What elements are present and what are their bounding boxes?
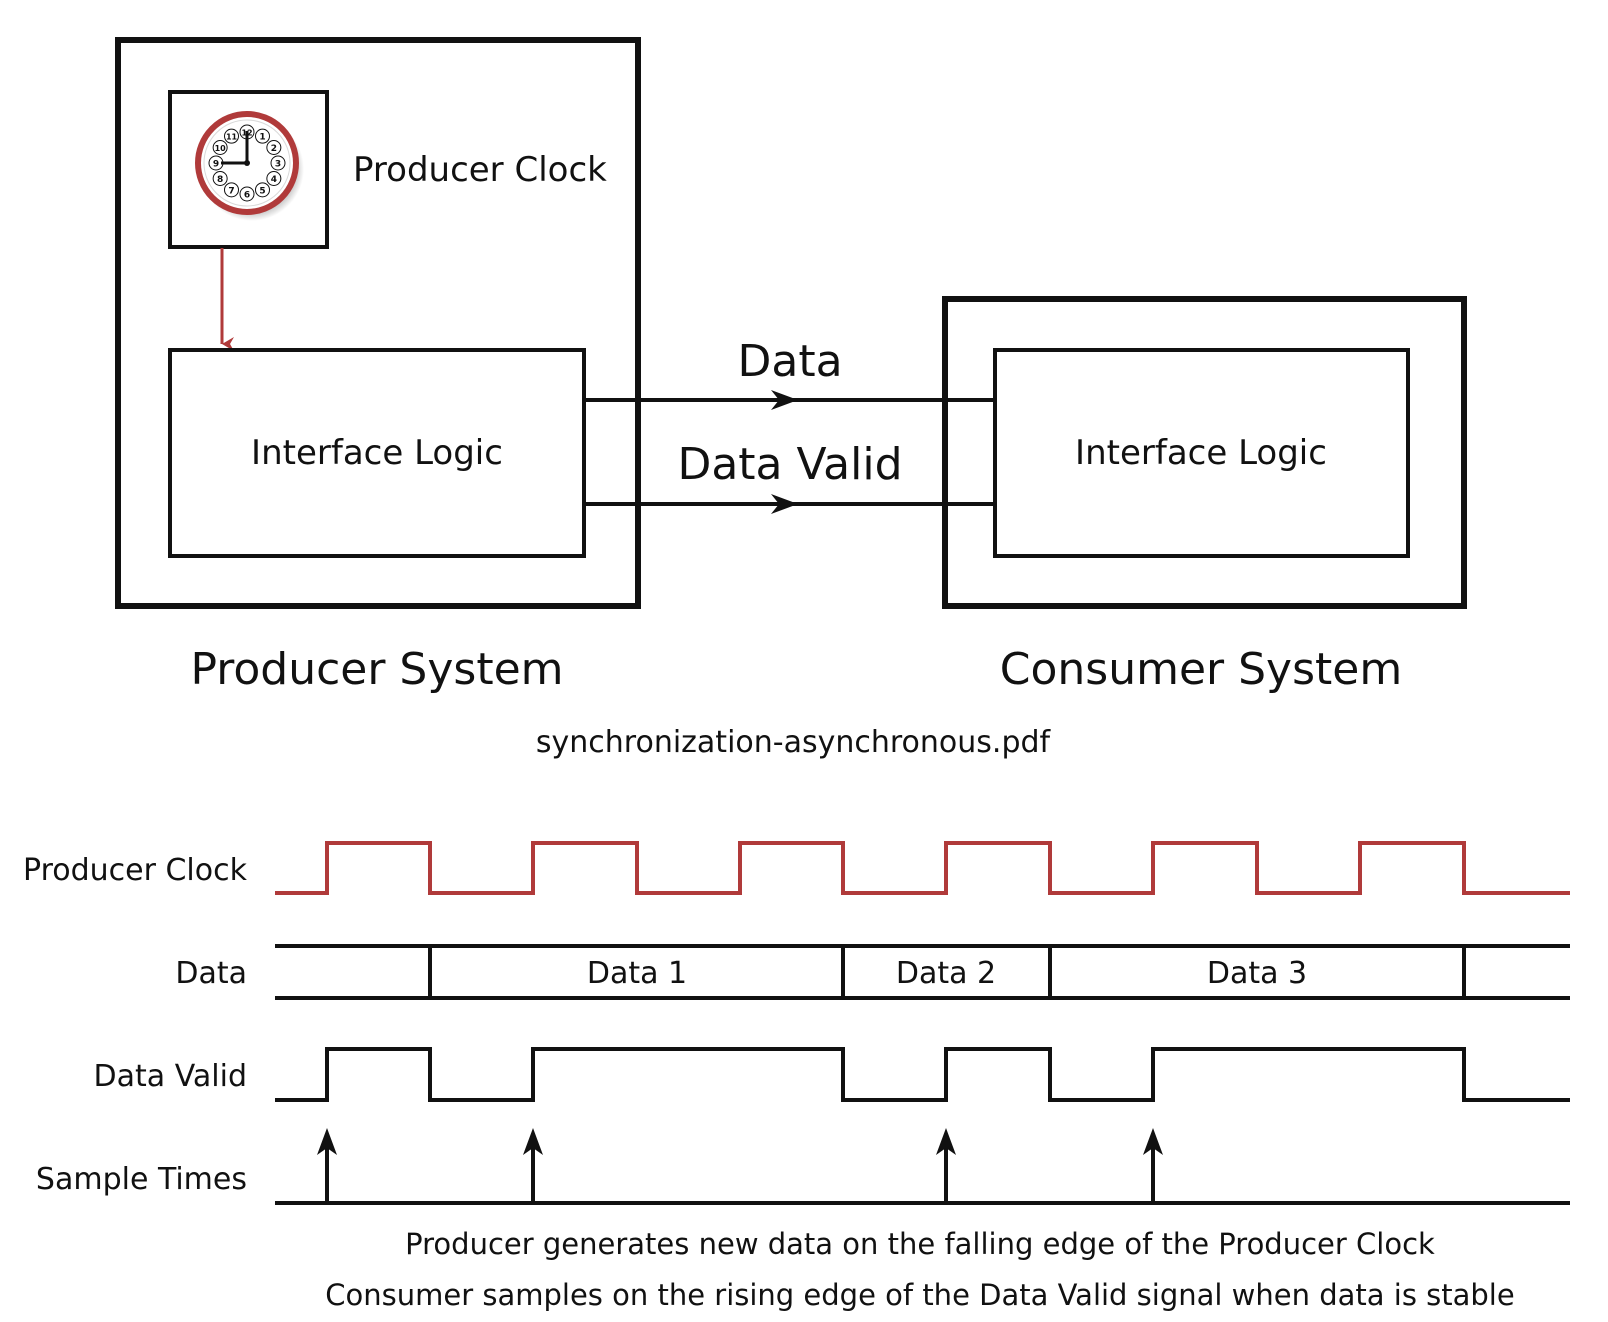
producer-system-block	[115, 37, 641, 609]
clock-dial-number: 7	[228, 186, 234, 196]
data-valid-signal-label: Data Valid	[677, 439, 902, 490]
timing-row-label-clock: Producer Clock	[23, 853, 248, 888]
producer-system-label: Producer System	[190, 644, 563, 695]
timing-note-1: Producer generates new data on the falli…	[405, 1227, 1435, 1261]
clock-dial-number: 4	[271, 175, 277, 185]
clock-dial-number: 8	[217, 175, 223, 185]
clock-dial-marker	[266, 171, 282, 186]
consumer-interface-logic-block: Interface Logic	[993, 348, 1410, 558]
producer-clock-label: Producer Clock	[353, 150, 607, 190]
timing-row-label-data: Data	[175, 956, 247, 991]
data-segment-1: Data 1	[587, 956, 687, 991]
clock-dial-number: 1	[259, 133, 265, 143]
producer-interface-logic-label: Interface Logic	[251, 433, 503, 473]
clock-dial-marker	[270, 155, 286, 171]
clock-dial-number: 10	[215, 144, 227, 153]
clock-dial-number: 3	[275, 160, 281, 170]
clock-dial-marker	[212, 171, 228, 186]
clock-dial-number: 5	[259, 186, 265, 196]
data-signal-label: Data	[737, 336, 842, 387]
analog-clock-icon: 121234567891011	[195, 111, 304, 221]
clock-dial-marker	[224, 182, 239, 198]
data-valid-waveform	[275, 1047, 1570, 1102]
timing-row-label-valid: Data Valid	[94, 1059, 247, 1094]
clock-dial-marker	[239, 186, 255, 202]
producer-interface-logic-block: Interface Logic	[168, 348, 586, 558]
data-bus-waveform	[275, 944, 1570, 1000]
sample-time-arrows	[317, 1128, 1163, 1203]
clock-dial-marker	[255, 182, 270, 198]
data-segment-2: Data 2	[896, 956, 996, 991]
consumer-system-block	[942, 296, 1467, 609]
timing-note-2: Consumer samples on the rising edge of t…	[325, 1278, 1514, 1312]
data-valid-signal-arrowhead	[771, 494, 798, 514]
clock-dial-marker	[266, 140, 282, 155]
producer-clock-block	[168, 90, 329, 249]
clock-dial-numbers: 121234567891011	[208, 124, 286, 202]
producer-clock-waveform	[275, 841, 1570, 895]
clock-dial-number: 11	[226, 133, 238, 142]
clock-dial-marker	[212, 140, 228, 155]
diagram-caption: synchronization-asynchronous.pdf	[536, 725, 1052, 760]
clock-dial-marker	[255, 128, 270, 144]
consumer-system-label: Consumer System	[1000, 644, 1402, 695]
data-signal-arrowhead	[771, 390, 798, 410]
clock-dial-number: 9	[213, 160, 219, 170]
consumer-interface-logic-label: Interface Logic	[1075, 433, 1327, 473]
clock-dial-number: 2	[271, 144, 277, 154]
clock-dial-number: 6	[244, 191, 250, 201]
data-segment-3: Data 3	[1207, 956, 1307, 991]
clock-dial-marker	[224, 128, 239, 144]
timing-row-label-samples: Sample Times	[36, 1162, 247, 1197]
